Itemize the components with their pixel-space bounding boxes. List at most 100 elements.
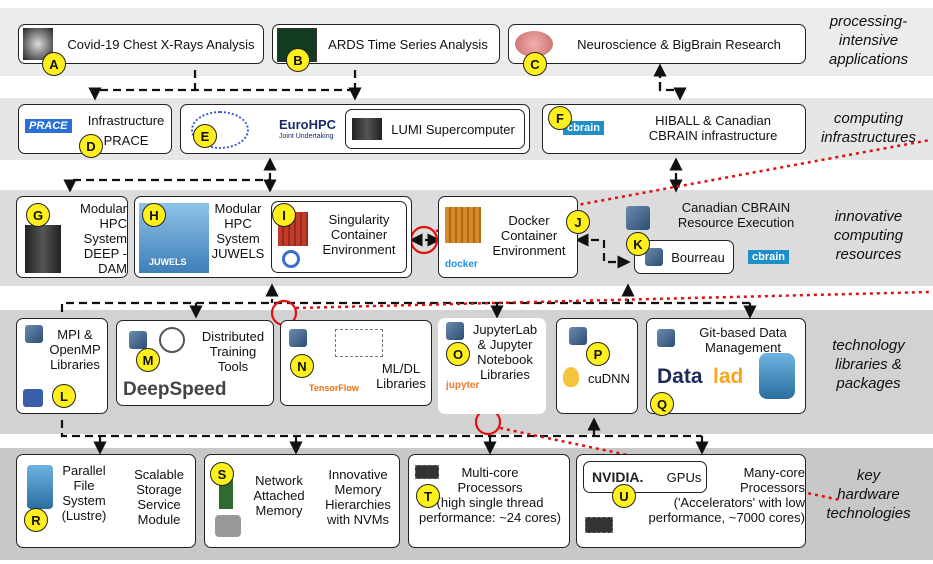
badge-m: M [136,348,160,372]
badge-b: B [286,48,310,72]
singularity-label: Singularity Container Environment [322,212,396,257]
nvidia-box: NVIDIA. GPUs [583,461,707,493]
cbrain-cube-icon [626,206,650,230]
lumi-box: LUMI Supercomputer [345,109,525,149]
manycore-label: Many-core Processors ('Accelerators' wit… [648,465,805,525]
layer-label-libraries: technology libraries & packages [832,337,905,392]
app-neuro-label: Neuroscience & BigBrain Research [577,37,781,52]
badge-o: O [446,342,470,366]
imh-label: Innovative Memory Hierarchies with NVMs [325,467,391,527]
cbrain-logo: cbrain [563,121,605,135]
res-juwels-box: JUWELS Modular HPC System JUWELS Singula… [134,196,412,278]
badge-i: I [272,203,296,227]
app-ards-label: ARDS Time Series Analysis [328,37,488,52]
bourreau-cube-icon [645,248,663,266]
hw-memory-box: Network Attached Memory Innovative Memor… [204,454,400,548]
res-deep-box: Modular HPC System DEEP - DAM [16,196,128,278]
dist-cube-icon [129,331,147,349]
res-docker-box: docker Docker Container Environment [438,196,578,278]
infra-hiball-box: cbrain HIBALL & Canadian CBRAIN infrastr… [542,104,806,154]
badge-a: A [42,52,66,76]
prace-name: PRACE [103,133,149,148]
jupyter-logo: jupyter [446,380,480,391]
horovod-icon [159,327,185,353]
hw-manycore-box: NVIDIA. GPUs Many-core Processors ('Acce… [576,454,806,548]
app-covid-label: Covid-19 Chest X-Rays Analysis [67,37,255,52]
badge-s: S [210,462,234,486]
badge-q: Q [650,392,674,416]
badge-t: T [416,484,440,508]
deep-label: Modular HPC System DEEP - DAM [80,201,127,276]
badge-l: L [52,384,76,408]
mpi-cube-icon [25,325,43,343]
layer-label-applications: processing- intensive applications [828,13,909,68]
res-cbrain-box: Canadian CBRAIN Resource Execution Bourr… [604,196,806,278]
lib-jupyter-box: JupyterLab & Jupyter Notebook Libraries … [438,318,546,414]
cbrain-exec-label: Canadian CBRAIN Resource Execution [677,200,795,230]
badge-d: D [79,134,103,158]
app-neuro-box: Neuroscience & BigBrain Research [508,24,806,64]
sssm-label: Scalable Storage Service Module [134,467,184,527]
gpus-label: GPUs [666,470,702,485]
eu-stars-icon [191,111,249,149]
neural-net-icon [335,329,383,357]
datalad-logo-lad: lad [713,365,744,388]
juwels-label: Modular HPC System JUWELS [211,201,265,261]
eurohpc-logo: EuroHPC [279,117,337,132]
jupyter-cube-icon [446,322,464,340]
puzzle-icon [23,389,43,407]
hw-storage-box: Parallel File System (Lustre) Scalable S… [16,454,196,548]
cpu-chip-icon [415,465,439,479]
app-covid-box: Covid-19 Chest X-Rays Analysis [18,24,264,64]
database-icon [759,353,795,399]
badge-p: P [586,342,610,366]
prace-logo: PRACE [25,119,72,133]
layer-label-infrastructures: computing infrastructures [820,110,917,146]
dist-label: Distributed Training Tools [201,329,265,374]
mldl-cube-icon [289,329,307,347]
bourreau-box: Bourreau [634,240,734,274]
nam-label: Network Attached Memory [253,473,305,518]
docker-label: Docker Container Environment [492,213,566,258]
badge-c: C [523,52,547,76]
lumi-server-icon [352,118,382,140]
multicore-label: Multi-core Processors (high single threa… [419,465,561,525]
mpi-label: MPI & OpenMP Libraries [49,327,101,372]
gpu-chip-icon [585,517,613,533]
juwels-logo: JUWELS [149,257,187,267]
git-cube-icon [657,329,675,347]
tensorflow-logo: TensorFlow [309,383,359,393]
badge-u: U [612,484,636,508]
badge-j: J [566,210,590,234]
jupyter-label: JupyterLab & Jupyter Notebook Libraries [472,322,538,382]
hiball-label: HIBALL & Canadian CBRAIN infrastructure [648,113,778,143]
singularity-icon [282,250,300,268]
storage-icon [27,465,53,509]
infra-eurohpc-box: EuroHPC Joint Undertaking LUMI Supercomp… [180,104,530,154]
cudnn-label: cuDNN [588,371,630,386]
bulb-icon [563,367,579,387]
badge-g: G [26,203,50,227]
cbrain-logo-small: cbrain [748,250,790,264]
layer-label-resources: innovative computing resources [833,208,904,263]
eurohpc-subtitle: Joint Undertaking [279,133,334,140]
deep-server-icon [25,225,61,273]
lib-cudnn-box: cuDNN [556,318,638,414]
git-label: Git-based Data Management [699,325,787,355]
badge-e: E [193,124,217,148]
lumi-label: LUMI Supercomputer [391,122,515,137]
lib-git-box: Git-based Data Management Data lad [646,318,806,414]
cudnn-cube-icon [569,327,587,345]
badge-f: F [548,106,572,130]
layer-label-hardware: key hardware technologies [826,467,911,522]
bourreau-label: Bourreau [671,250,725,265]
badge-k: K [626,232,650,256]
badge-r: R [24,508,48,532]
docker-container-icon [445,207,481,243]
prace-title: Infrastructure [87,113,165,128]
nvidia-logo: NVIDIA. [592,469,644,485]
mldl-label: ML/DL Libraries [376,361,426,391]
deepspeed-logo: DeepSpeed [123,379,227,400]
datalad-logo-data: Data [657,365,703,388]
pfs-label: Parallel File System (Lustre) [61,463,107,523]
